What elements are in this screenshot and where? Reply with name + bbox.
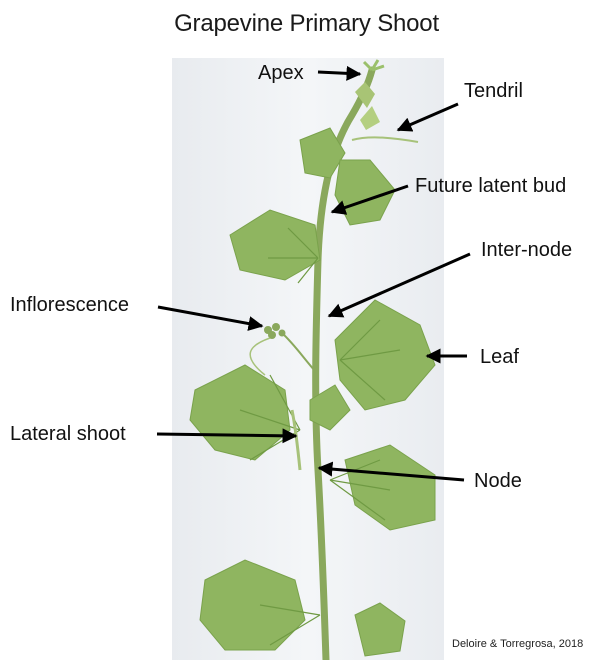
label-apex: Apex xyxy=(258,62,304,84)
label-inter-node: Inter-node xyxy=(481,239,572,261)
label-leaf: Leaf xyxy=(480,346,519,368)
image-credit: Deloire & Torregrosa, 2018 xyxy=(452,638,583,650)
label-tendril: Tendril xyxy=(464,80,523,102)
label-future-latent-bud: Future latent bud xyxy=(415,175,566,197)
label-inflorescence: Inflorescence xyxy=(10,294,129,316)
label-node: Node xyxy=(474,470,522,492)
arrow-lateral-shoot xyxy=(157,434,296,436)
arrow-apex xyxy=(318,72,360,74)
label-lateral-shoot: Lateral shoot xyxy=(10,423,126,445)
